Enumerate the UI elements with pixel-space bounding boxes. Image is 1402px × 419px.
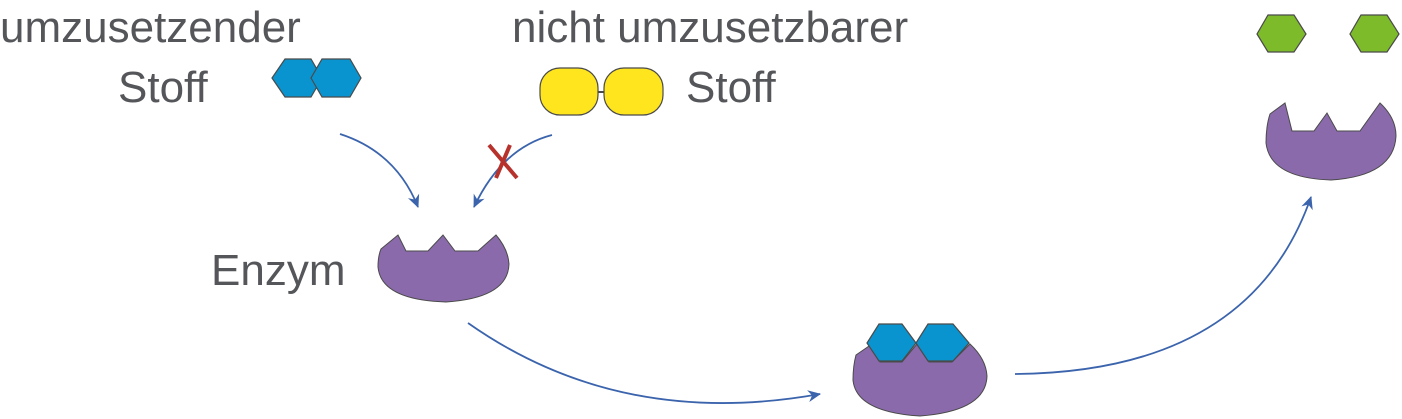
non-substrate-to-enzyme-arrow (473, 134, 553, 208)
released-enzyme-icon (1265, 102, 1397, 181)
non-substrate-label-line2: Stoff (686, 63, 776, 112)
enzyme-icon (377, 234, 510, 303)
enzyme-to-complex-arrow (467, 322, 821, 404)
complex-to-products-arrow (1014, 196, 1313, 375)
product-icon (1256, 14, 1400, 53)
enzyme-substrate-complex-icon (852, 323, 988, 417)
non-substrate-icon (539, 67, 664, 116)
blocked-x-icon (487, 143, 519, 180)
substrate-icon (271, 58, 362, 98)
enzyme-label: Enzym (211, 246, 346, 295)
substrate-to-enzyme-arrow (339, 133, 420, 208)
substrate-label-line2: Stoff (118, 63, 208, 112)
substrate-label-line1: umzusetzender (0, 3, 301, 52)
non-substrate-label-line1: nicht umzusetzbarer (512, 3, 909, 52)
